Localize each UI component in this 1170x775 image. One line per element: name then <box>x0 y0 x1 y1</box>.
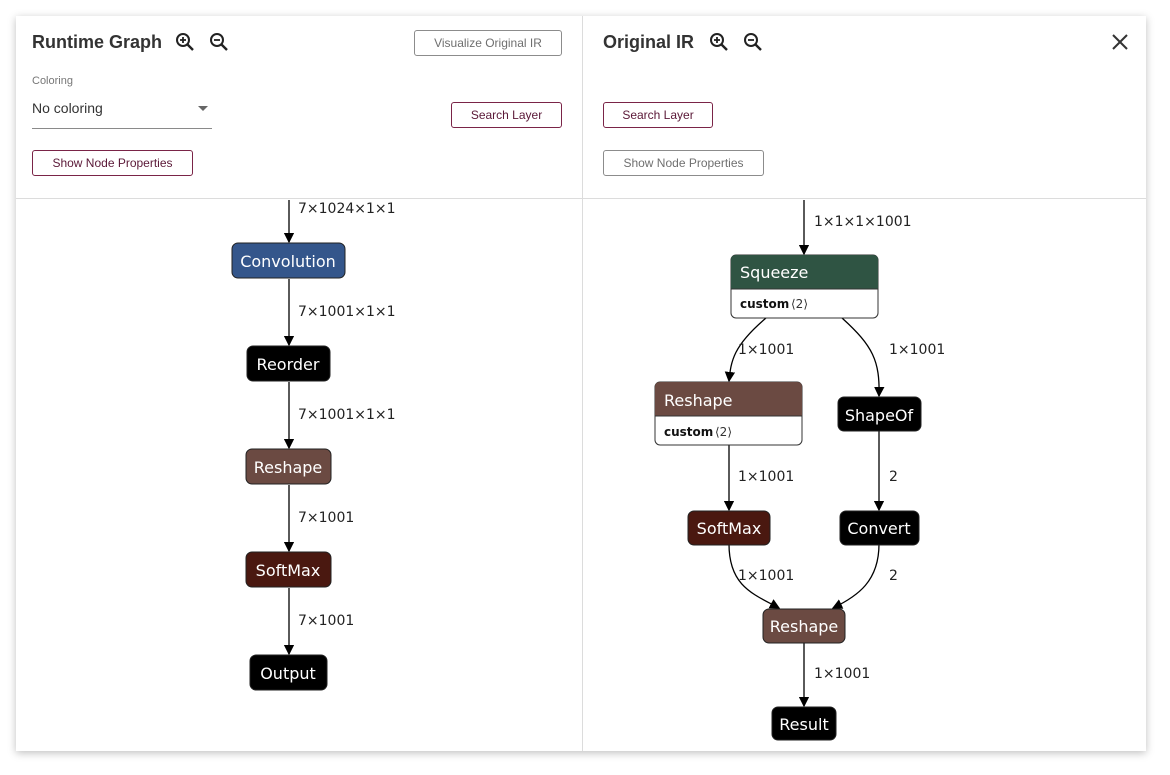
caret-down-icon <box>198 106 208 111</box>
node-label: Convolution <box>240 252 336 271</box>
edge-label: 7×1001×1×1 <box>298 407 396 423</box>
original-ir-canvas: 1×1×1×1001 1×1001 1×1001 1×1001 2 1×1001… <box>654 200 945 741</box>
node-reshape-custom[interactable]: Reshape custom ⟨2⟩ <box>654 381 803 446</box>
node-reshape[interactable]: Reshape <box>762 608 846 644</box>
node-squeeze[interactable]: Squeeze custom ⟨2⟩ <box>730 254 879 319</box>
coloring-label: Coloring <box>32 75 73 87</box>
node-result[interactable]: Result <box>771 706 837 741</box>
node-label: Squeeze <box>740 263 808 282</box>
edge-label: 1×1×1×1001 <box>814 214 912 230</box>
node-output[interactable]: Output <box>249 654 328 691</box>
node-label: Reorder <box>257 355 320 374</box>
search-layer-button[interactable]: Search Layer <box>603 102 713 128</box>
edge-label: 1×1001 <box>889 342 945 358</box>
node-softmax[interactable]: SoftMax <box>245 551 332 588</box>
edge-squeeze-shapeof <box>841 317 885 398</box>
runtime-graph-canvas: 7×1024×1×1 7×1001×1×1 7×1001×1×1 7×1001 … <box>231 200 396 691</box>
runtime-graph-title: Runtime Graph <box>32 32 163 52</box>
graph-viewer-card: Runtime Graph Visualize Original IR Colo… <box>16 16 1146 751</box>
node-attr-key: custom <box>664 425 713 439</box>
node-label: Reshape <box>664 391 733 410</box>
node-label: Result <box>779 715 828 734</box>
runtime-graph-pane: Runtime Graph Visualize Original IR Colo… <box>16 16 583 751</box>
node-attr-value: ⟨2⟩ <box>715 425 732 439</box>
node-attr-key: custom <box>740 297 789 311</box>
edge-label: 1×1001 <box>814 666 870 682</box>
node-attr-value: ⟨2⟩ <box>791 297 808 311</box>
zoom-out-icon[interactable] <box>207 30 231 54</box>
node-label: SoftMax <box>697 519 762 538</box>
edge-label: 2 <box>889 568 898 584</box>
edge-label: 1×1001 <box>738 469 794 485</box>
zoom-in-icon[interactable] <box>707 30 731 54</box>
edge-label: 2 <box>889 469 898 485</box>
node-convolution[interactable]: Convolution <box>231 242 346 279</box>
original-ir-header: Original IR Search Layer Show Node Prope… <box>583 16 1146 199</box>
node-label: Convert <box>847 519 910 538</box>
runtime-graph-header: Runtime Graph Visualize Original IR Colo… <box>16 16 582 199</box>
node-label: SoftMax <box>256 561 321 580</box>
edge-squeeze-reshape <box>724 317 767 383</box>
edge-label: 7×1001 <box>298 613 354 629</box>
edge-label: 1×1001 <box>738 342 794 358</box>
edge-softmax-reshape <box>728 543 781 609</box>
coloring-value: No coloring <box>32 100 103 116</box>
show-node-properties-button[interactable]: Show Node Properties <box>32 150 193 176</box>
node-softmax[interactable]: SoftMax <box>687 510 771 546</box>
node-shapeof[interactable]: ShapeOf <box>837 396 922 432</box>
close-icon[interactable] <box>1110 32 1130 52</box>
node-label: ShapeOf <box>845 406 914 425</box>
coloring-select[interactable]: No coloring <box>32 96 212 129</box>
original-ir-pane: Original IR Search Layer Show Node Prope… <box>583 16 1146 751</box>
node-label: Reshape <box>254 458 323 477</box>
zoom-out-icon[interactable] <box>741 30 765 54</box>
edge-label: 7×1024×1×1 <box>298 201 396 217</box>
edge-label: 1×1001 <box>738 568 794 584</box>
node-reshape[interactable]: Reshape <box>245 448 332 485</box>
zoom-in-icon[interactable] <box>173 30 197 54</box>
search-layer-button[interactable]: Search Layer <box>451 102 562 128</box>
show-node-properties-button[interactable]: Show Node Properties <box>603 150 764 176</box>
node-label: Reshape <box>770 617 839 636</box>
node-convert[interactable]: Convert <box>839 510 920 546</box>
visualize-original-ir-button[interactable]: Visualize Original IR <box>414 30 562 56</box>
edge-convert-reshape <box>831 543 880 609</box>
node-label: Output <box>260 664 316 683</box>
edge-label: 7×1001×1×1 <box>298 304 396 320</box>
original-ir-title: Original IR <box>603 32 695 52</box>
node-reorder[interactable]: Reorder <box>246 345 331 382</box>
edge-label: 7×1001 <box>298 510 354 526</box>
